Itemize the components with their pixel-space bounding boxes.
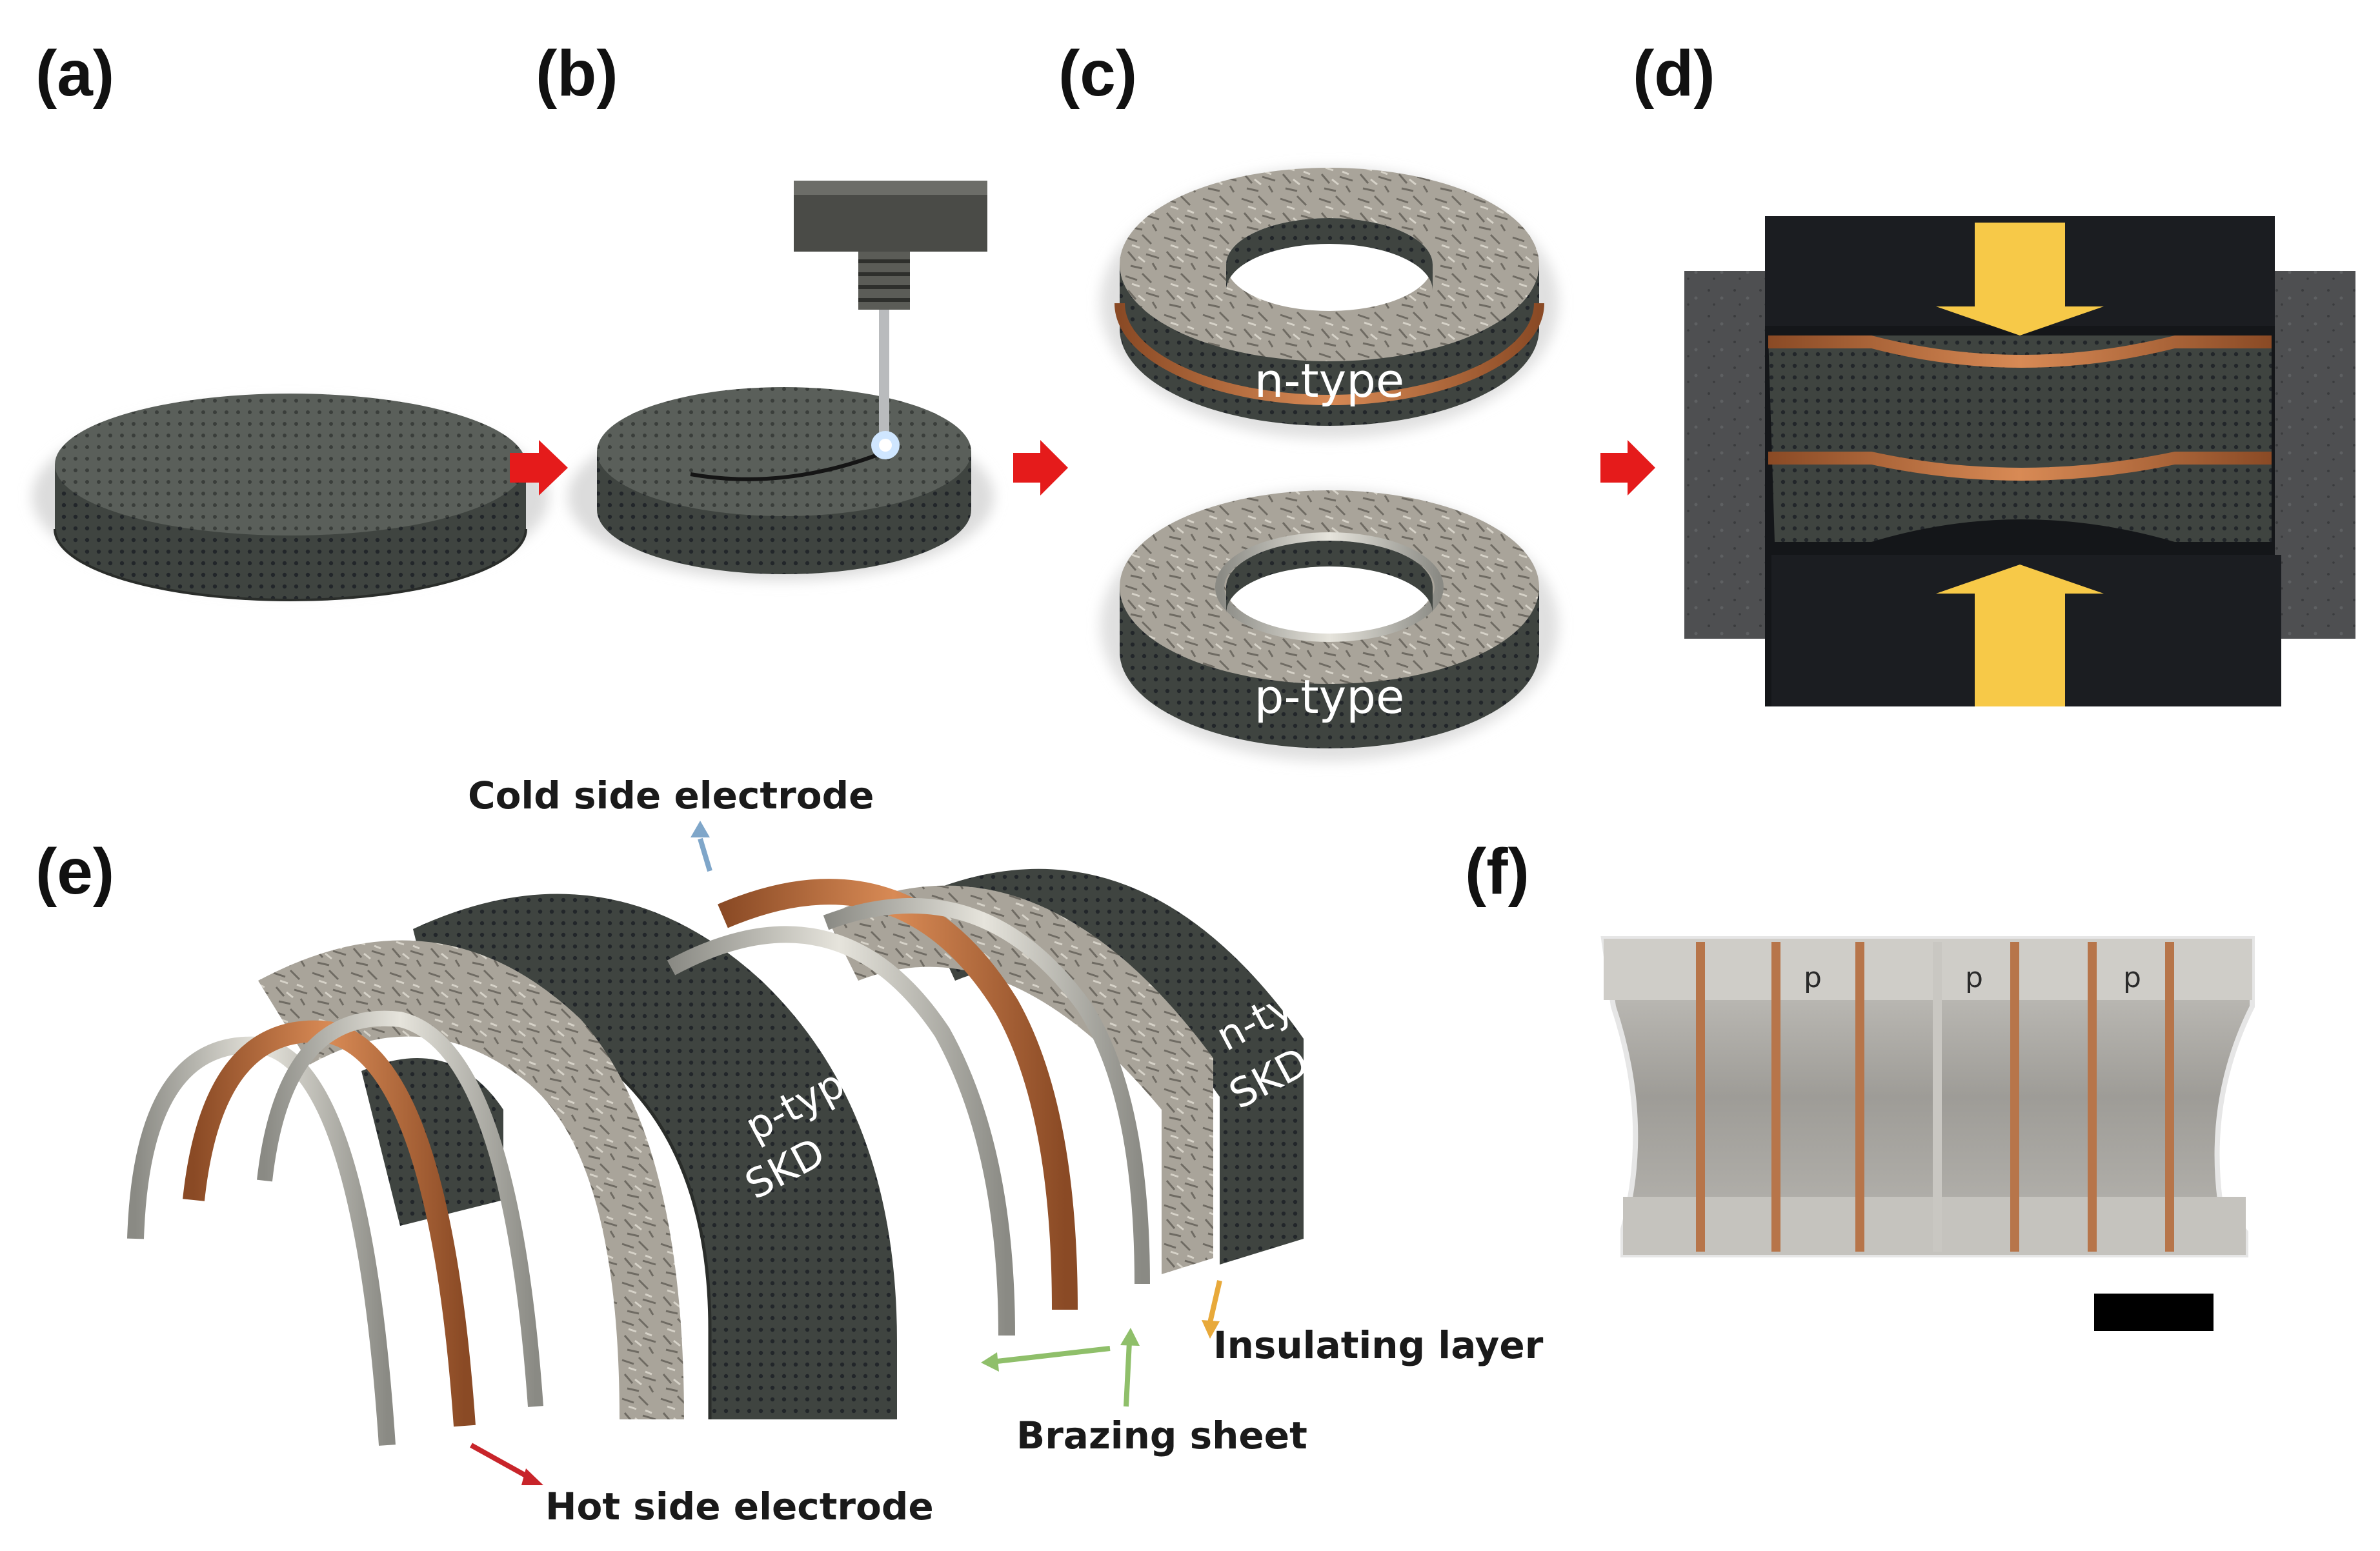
- brazing-sheet-front-2: [257, 1010, 543, 1407]
- callout-insulating: Insulating layer: [1202, 1280, 1544, 1367]
- press-arrow-up: [1936, 565, 2104, 706]
- callout-hot-side-text: Hot side electrode: [545, 1485, 934, 1528]
- panel-d-press: [1684, 216, 2355, 706]
- photo-mark-3: p: [2123, 961, 2141, 994]
- press-arrow-down: [1936, 223, 2104, 335]
- panel-c-n-type-ring: n-type: [1100, 168, 1558, 439]
- ring-label-n-type: n-type: [1255, 354, 1404, 408]
- callout-cold-side: Cold side electrode: [468, 774, 874, 872]
- panel-e-exploded: p-type SKD n-type SKD: [127, 868, 1345, 1446]
- panel-label-d: (d): [1633, 37, 1715, 110]
- p-type-skd-block: [413, 894, 897, 1419]
- step-arrow-2: [1013, 440, 1068, 495]
- callout-hot-side: Hot side electrode: [470, 1443, 934, 1528]
- panel-label-e: (e): [35, 836, 114, 908]
- ring-label-p-type: p-type: [1255, 670, 1405, 724]
- cold-side-electrode: [718, 879, 1078, 1310]
- hot-side-electrode: [183, 1020, 476, 1427]
- panel-label-b: (b): [536, 37, 618, 110]
- step-arrow-3: [1600, 440, 1655, 495]
- callout-brazing-text: Brazing sheet: [1016, 1414, 1307, 1457]
- panel-label-f: (f): [1465, 836, 1529, 908]
- callout-brazing: Brazing sheet: [981, 1328, 1307, 1457]
- callout-insulating-text: Insulating layer: [1213, 1323, 1544, 1367]
- panel-f-photo: p p p: [1600, 936, 2255, 1257]
- panel-b-cutting: [568, 181, 994, 581]
- panel-c-p-type-ring: p-type: [1100, 490, 1558, 761]
- insulating-layer-front: [258, 940, 684, 1419]
- photo-mark-1: p: [1804, 961, 1822, 994]
- photo-joints: [1696, 942, 2174, 1252]
- panel-label-c: (c): [1058, 37, 1137, 110]
- panel-a-disk: [32, 394, 549, 601]
- panel-label-a: (a): [35, 37, 114, 110]
- brazing-sheet-front: [127, 1036, 396, 1446]
- step-arrow-1: [510, 440, 568, 495]
- n-type-skd-block: [916, 868, 1304, 1265]
- insulating-layer-back: [826, 885, 1213, 1274]
- callout-cold-side-text: Cold side electrode: [468, 774, 874, 817]
- brazing-sheet-back-2: [823, 897, 1150, 1285]
- scale-bar: [2094, 1294, 2214, 1331]
- brazing-sheet-back: [667, 926, 1015, 1336]
- photo-mark-2: p: [1965, 961, 1983, 994]
